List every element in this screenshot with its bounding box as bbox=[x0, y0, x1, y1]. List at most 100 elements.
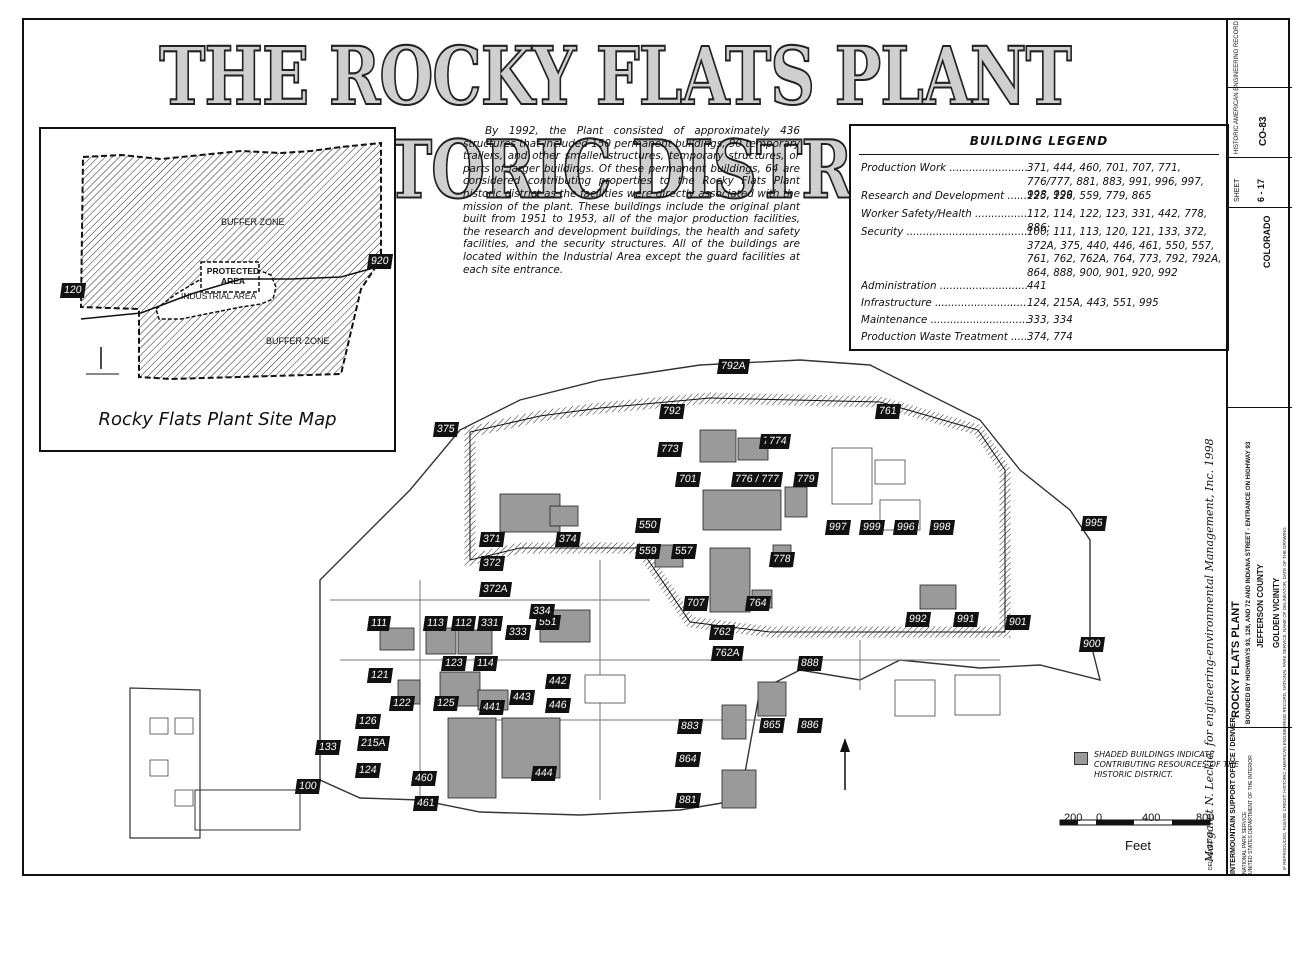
building-label: 995 bbox=[1080, 516, 1107, 531]
north-arrow-head-icon bbox=[840, 738, 850, 752]
agency-label: UNITED STATES DEPARTMENT OF THE INTERIOR bbox=[1248, 755, 1254, 874]
building-label: 375 bbox=[432, 422, 459, 437]
building-label: 864 bbox=[674, 752, 701, 767]
pond-structure bbox=[874, 459, 906, 485]
building-label: 111 bbox=[366, 616, 392, 631]
legend-buildings: 441 bbox=[1027, 280, 1047, 292]
shaded-buildings-note: SHADED BUILDINGS INDICATE CONTRIBUTING R… bbox=[1094, 750, 1240, 779]
state-cell: COLORADO bbox=[1228, 208, 1292, 408]
sheet-cell: SHEET 6 - 17 bbox=[1228, 158, 1292, 208]
site-map-drawing bbox=[79, 141, 382, 381]
building-label: 764 bbox=[744, 596, 771, 611]
parking-lot-outline bbox=[129, 687, 201, 839]
building-779 bbox=[784, 486, 808, 518]
delineator-credit: Margaret N. Leckie, for engineering-envi… bbox=[1203, 438, 1216, 862]
building-label: 442 bbox=[544, 674, 571, 689]
scale-tick-label: 400 bbox=[1142, 812, 1161, 824]
plant-location: BOUNDED BY HIGHWAYS 93, 128, AND 72 AND … bbox=[1245, 441, 1252, 724]
building-label: 114 bbox=[472, 656, 498, 671]
legend-category: Administration bbox=[861, 280, 1027, 294]
building-label: 215A bbox=[356, 736, 390, 751]
building-707 bbox=[709, 547, 751, 613]
building-label: 762 bbox=[708, 625, 735, 640]
building-776-777 bbox=[702, 489, 782, 531]
building-374 bbox=[549, 505, 579, 527]
building-label: 865 bbox=[758, 718, 785, 733]
legend-buildings: 333, 334 bbox=[1027, 314, 1073, 326]
sheet-label: SHEET bbox=[1234, 178, 1241, 202]
sheet-number: 6 - 17 bbox=[1256, 178, 1266, 202]
building-label: 444 bbox=[530, 766, 557, 781]
building-113 bbox=[425, 627, 457, 655]
building-label: 125 bbox=[432, 696, 459, 711]
building-label: 460 bbox=[410, 771, 437, 786]
building-label: 112 bbox=[450, 616, 476, 631]
county-label: JEFFERSON COUNTY bbox=[1256, 563, 1265, 648]
building-label: 881 bbox=[674, 793, 701, 808]
legend-category: Security bbox=[861, 226, 1027, 240]
building-865 bbox=[757, 681, 787, 717]
building-label: 122 bbox=[388, 696, 415, 711]
building-label: 779 bbox=[792, 472, 819, 487]
scale-tick-label: 0 bbox=[1096, 812, 1103, 824]
building-111 bbox=[379, 627, 415, 651]
building-460 bbox=[447, 717, 497, 799]
building-label: 762A bbox=[710, 646, 744, 661]
scale-tick-label: 800 bbox=[1196, 812, 1215, 824]
delineated-by-label: DELINEATED BY: bbox=[1208, 829, 1214, 870]
building-label: 113 bbox=[422, 616, 448, 631]
shaded-building-swatch bbox=[1074, 752, 1088, 765]
buffer-zone-boundary bbox=[79, 141, 382, 381]
structure-outline bbox=[954, 674, 1001, 716]
building-label: 774 bbox=[764, 434, 791, 449]
district-description: By 1992, the Plant consisted of approxim… bbox=[463, 125, 800, 276]
state-label: COLORADO bbox=[1262, 215, 1272, 269]
legend-category: Production Waste Treatment bbox=[861, 331, 1027, 345]
building-label: 701 bbox=[674, 472, 701, 487]
tank-structure bbox=[584, 674, 626, 704]
scale-unit: Feet bbox=[1125, 838, 1152, 853]
building-label: 372 bbox=[478, 556, 505, 571]
legend-title: BUILDING LEGEND bbox=[969, 134, 1109, 148]
other-buildings bbox=[149, 447, 1001, 807]
building-881 bbox=[721, 769, 757, 809]
shaded-buildings bbox=[379, 429, 957, 809]
building-label: 900 bbox=[1078, 637, 1105, 652]
structure-outline bbox=[894, 679, 936, 717]
building-331 bbox=[457, 629, 493, 655]
building-label: 557 bbox=[670, 544, 697, 559]
building-label: 886 bbox=[796, 718, 823, 733]
record-label: HISTORIC AMERICAN ENGINEERING RECORD bbox=[1234, 21, 1240, 154]
record-cell: HISTORIC AMERICAN ENGINEERING RECORD CO-… bbox=[1228, 21, 1292, 158]
building-label: 778 bbox=[768, 552, 795, 567]
legend-divider bbox=[859, 154, 1219, 155]
protected-area-label: PROTECTED AREA bbox=[206, 266, 260, 286]
building-label: 997 bbox=[824, 520, 851, 535]
legend-buildings: 371, 444, 460, 701, 707, 771, 776/777, 8… bbox=[1027, 162, 1205, 201]
building-label: 443 bbox=[508, 690, 535, 705]
building-label: 123 bbox=[440, 656, 467, 671]
building-label: 124 bbox=[354, 763, 381, 778]
building-label: 999 bbox=[858, 520, 885, 535]
protected-area-fence-edge bbox=[469, 397, 1006, 633]
record-number: CO-83 bbox=[1258, 116, 1269, 146]
plant-name: ROCKY FLATS PLANT bbox=[1230, 601, 1242, 718]
legend-buildings: 112, 114, 122, 123, 331, 442, 778, 886; bbox=[1027, 208, 1208, 234]
building-label: 901 bbox=[1004, 615, 1031, 630]
building-label: 883 bbox=[676, 719, 703, 734]
legend-buildings: 125, 126, 559, 779, 865 bbox=[1027, 190, 1152, 202]
office-label: INTERMOUNTAIN SUPPORT OFFICE / DENVER bbox=[1230, 717, 1237, 874]
scale-bar bbox=[1059, 819, 1211, 826]
scale-tick-label: 200 bbox=[1064, 812, 1083, 824]
building-label: 446 bbox=[544, 698, 571, 713]
building-label: 126 bbox=[354, 714, 381, 729]
building-label: 133 bbox=[314, 740, 341, 755]
building-label: 996 bbox=[892, 520, 919, 535]
building-991 bbox=[919, 584, 957, 610]
legend-category: Production Work bbox=[861, 162, 1027, 176]
building-label: 992 bbox=[904, 612, 931, 627]
trailer bbox=[174, 717, 194, 735]
industrial-area-label: INDUSTRIAL AREA bbox=[181, 291, 257, 301]
trailer bbox=[149, 717, 169, 735]
